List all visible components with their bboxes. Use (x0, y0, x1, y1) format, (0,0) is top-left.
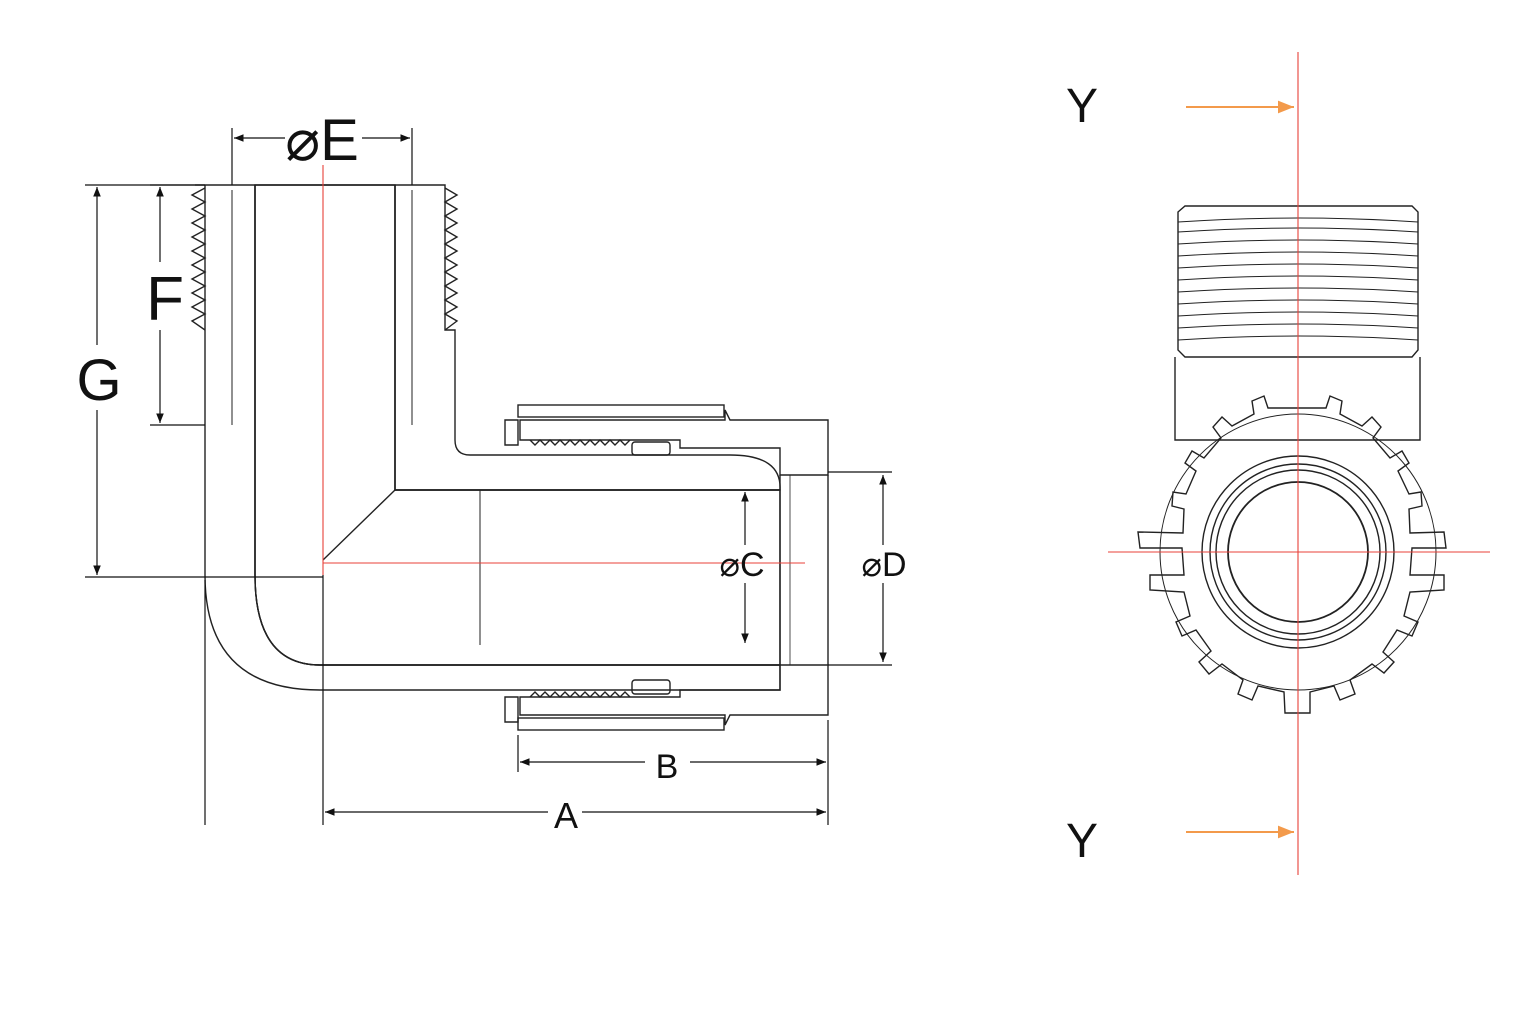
dim-label-e: ⌀E (285, 108, 359, 173)
section-label-bottom: Y (1066, 815, 1098, 868)
dim-label-f: F (146, 265, 184, 334)
ring-top (517, 404, 725, 418)
dim-label-c: ⌀C (719, 546, 764, 584)
nut-bottom (519, 664, 829, 726)
dim-label-b: B (656, 748, 679, 786)
seal-bottom (631, 679, 671, 695)
thread-block (1177, 205, 1419, 358)
seal-top (631, 441, 671, 456)
dim-label-g: G (76, 348, 121, 413)
toothed-nut (1137, 395, 1447, 714)
dim-label-a: A (554, 795, 578, 836)
ring-bottom (517, 717, 725, 731)
thread-right (443, 187, 459, 331)
nut-top (519, 409, 829, 476)
section-view: ⌀E F G ⌀C ⌀D B A (76, 108, 906, 836)
section-label-top: Y (1066, 80, 1098, 133)
thread-left (190, 187, 207, 331)
dim-label-d: ⌀D (861, 546, 906, 584)
elbow-body (195, 184, 781, 691)
end-view: Y Y (1066, 52, 1490, 875)
